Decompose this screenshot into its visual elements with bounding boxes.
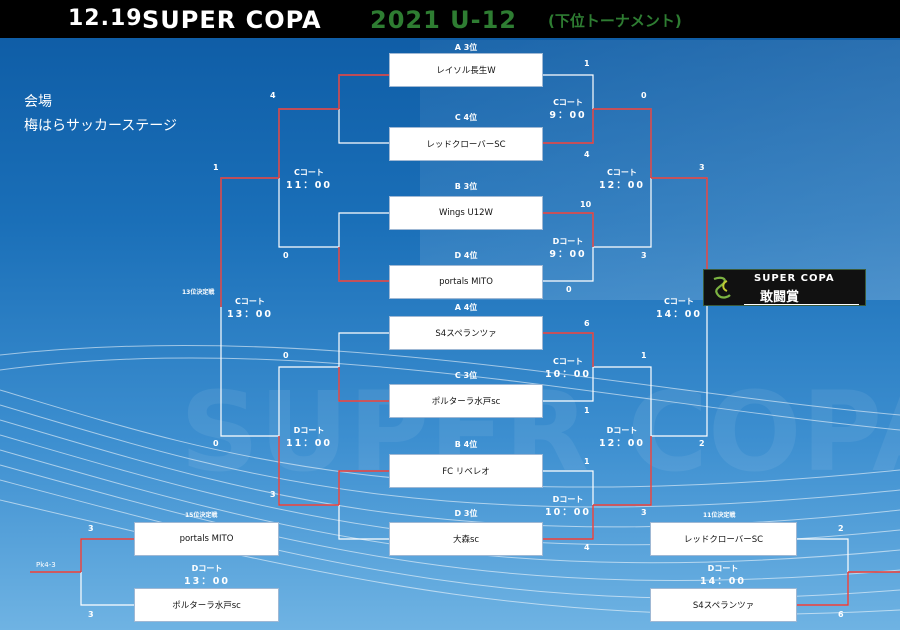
slot-label: B 4位 xyxy=(454,440,478,449)
team-box: レッドクローバーSC xyxy=(650,522,797,556)
match-time: 10：00 xyxy=(545,507,591,518)
match-label: 15位決定戦 xyxy=(185,512,218,519)
match-label: 13位決定戦 xyxy=(182,289,215,296)
score: 1 xyxy=(584,59,590,68)
team-box: レッドクローバーSC xyxy=(389,127,543,161)
slot-label: A 4位 xyxy=(454,303,478,312)
match-time: 13：00 xyxy=(227,309,273,320)
team-box: ポルターラ水戸sc xyxy=(389,384,543,418)
court-name: Cコート xyxy=(553,357,583,366)
court-name: Dコート xyxy=(552,495,584,504)
team-box: portals MITO xyxy=(134,522,279,556)
score: 6 xyxy=(584,319,590,328)
court-time: Dコート 11：00 xyxy=(286,424,332,450)
match-time: 12：00 xyxy=(599,438,645,449)
score: 6 xyxy=(838,610,844,619)
court-name: Cコート xyxy=(553,98,583,107)
award-title: SUPER COPA xyxy=(754,273,835,284)
title-bar: 12.19 SUPER COPA 2021 U-12 (下位トーナメント) xyxy=(0,0,900,38)
court-time: Cコート 9：00 xyxy=(549,96,586,122)
slot-label: D 4位 xyxy=(454,251,478,260)
court-name: Dコート xyxy=(552,237,584,246)
team-box: S4スペランツァ xyxy=(389,316,543,350)
award-underline xyxy=(744,304,859,305)
court-time: Cコート 14：00 xyxy=(656,295,702,321)
team-box: 大森sc xyxy=(389,522,543,556)
court-time: Dコート 14：00 xyxy=(700,562,746,588)
court-name: Cコート xyxy=(607,168,637,177)
court-time: Dコート 9：00 xyxy=(549,235,586,261)
team-box: レイソル長生W xyxy=(389,53,543,87)
match-time: 9：00 xyxy=(549,110,587,121)
court-name: Dコート xyxy=(191,564,223,573)
match-time: 10：00 xyxy=(545,369,591,380)
court-name: Cコート xyxy=(664,297,694,306)
score: 2 xyxy=(699,439,705,448)
court-name: Dコート xyxy=(707,564,739,573)
venue-name: 梅はらサッカーステージ xyxy=(24,118,178,134)
team-box: Wings U12W xyxy=(389,196,543,230)
court-time: Dコート 12：00 xyxy=(599,424,645,450)
title-date: 12.19 xyxy=(68,6,143,31)
court-time: Dコート 13：00 xyxy=(184,562,230,588)
score: 1 xyxy=(584,457,590,466)
court-name: Dコート xyxy=(293,426,325,435)
team-box: portals MITO xyxy=(389,265,543,299)
court-time: Cコート 13：00 xyxy=(227,295,273,321)
match-time: 9：00 xyxy=(549,249,587,260)
supercopa-logo-icon xyxy=(713,276,731,299)
score: 3 xyxy=(641,508,647,517)
score: 1 xyxy=(584,406,590,415)
score: 4 xyxy=(584,150,590,159)
match-time: 11：00 xyxy=(286,438,332,449)
score: 3 xyxy=(641,251,647,260)
score: 4 xyxy=(584,543,590,552)
team-box: FC リベレオ xyxy=(389,454,543,488)
match-time: 14：00 xyxy=(700,576,746,587)
match-label: 11位決定戦 xyxy=(703,512,736,519)
score: 3 xyxy=(88,524,94,533)
award-name: 敢闘賞 xyxy=(760,290,800,305)
match-time: 13：00 xyxy=(184,576,230,587)
slot-label: C 4位 xyxy=(454,113,478,122)
score: 3 xyxy=(270,490,276,499)
venue-label: 会場 xyxy=(24,94,52,110)
score: 2 xyxy=(838,524,844,533)
match-time: 12：00 xyxy=(599,180,645,191)
score: 1 xyxy=(213,163,219,172)
score: 0 xyxy=(283,351,289,360)
slot-label: A 3位 xyxy=(454,43,478,52)
title-year-category: 2021 U-12 xyxy=(370,6,517,34)
score: 1 xyxy=(641,351,647,360)
match-time: 11：00 xyxy=(286,180,332,191)
court-time: Dコート 10：00 xyxy=(545,493,591,519)
court-name: Cコート xyxy=(235,297,265,306)
score: 3 xyxy=(88,610,94,619)
score: 3 xyxy=(699,163,705,172)
score: 10 xyxy=(580,200,592,209)
score: 0 xyxy=(213,439,219,448)
slot-label: D 3位 xyxy=(454,509,478,518)
score: 0 xyxy=(283,251,289,260)
match-time: 14：00 xyxy=(656,309,702,320)
award-badge: SUPER COPA 敢闘賞 xyxy=(703,269,866,306)
court-name: Dコート xyxy=(606,426,638,435)
score: 0 xyxy=(566,285,572,294)
team-box: ポルターラ水戸sc xyxy=(134,588,279,622)
pk-score: Pk4-3 xyxy=(36,561,56,569)
title-subtitle: (下位トーナメント) xyxy=(548,12,682,30)
team-box: S4スペランツァ xyxy=(650,588,797,622)
slot-label: B 3位 xyxy=(454,182,478,191)
score: 0 xyxy=(641,91,647,100)
slot-label: C 3位 xyxy=(454,371,478,380)
court-time: Cコート 12：00 xyxy=(599,166,645,192)
court-time: Cコート 10：00 xyxy=(545,355,591,381)
court-name: Cコート xyxy=(294,168,324,177)
score: 4 xyxy=(270,91,276,100)
title-main: SUPER COPA xyxy=(142,6,322,34)
court-time: Cコート 11：00 xyxy=(286,166,332,192)
